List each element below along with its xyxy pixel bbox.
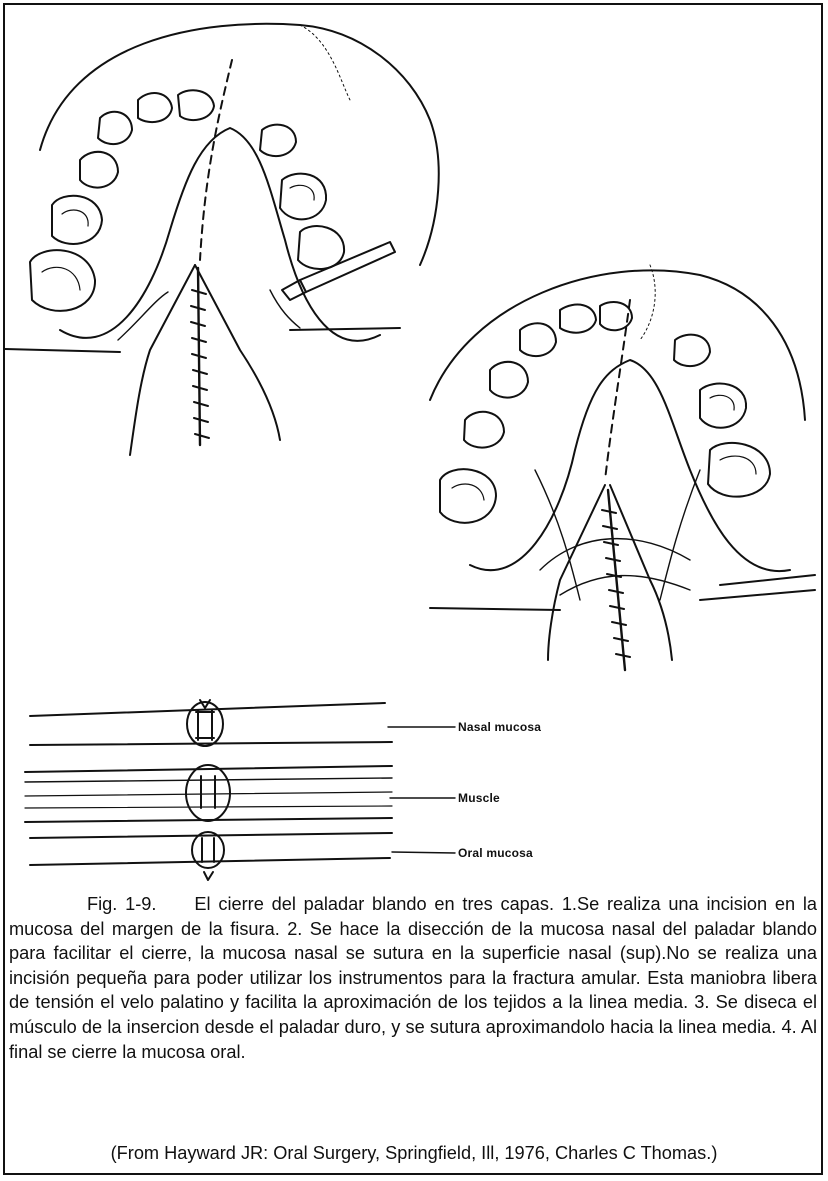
muscle-label: Muscle (458, 791, 500, 805)
right-palate-drawing (430, 265, 815, 670)
layer-diagram (25, 700, 455, 880)
figure-number: Fig. 1-9. (87, 894, 156, 914)
nasal-mucosa-label: Nasal mucosa (458, 720, 541, 734)
palate-illustration (0, 0, 828, 890)
figure-source: (From Hayward JR: Oral Surgery, Springfi… (0, 1143, 828, 1164)
oral-mucosa-label: Oral mucosa (458, 846, 533, 860)
caption-body: incision en la mucosa del margen de la f… (9, 894, 817, 1062)
left-palate-drawing (5, 24, 439, 455)
figure-caption: Fig. 1-9. El cierre del paladar blando en… (9, 892, 817, 1064)
caption-first-line: El cierre del paladar blando en tres cap… (194, 894, 698, 914)
